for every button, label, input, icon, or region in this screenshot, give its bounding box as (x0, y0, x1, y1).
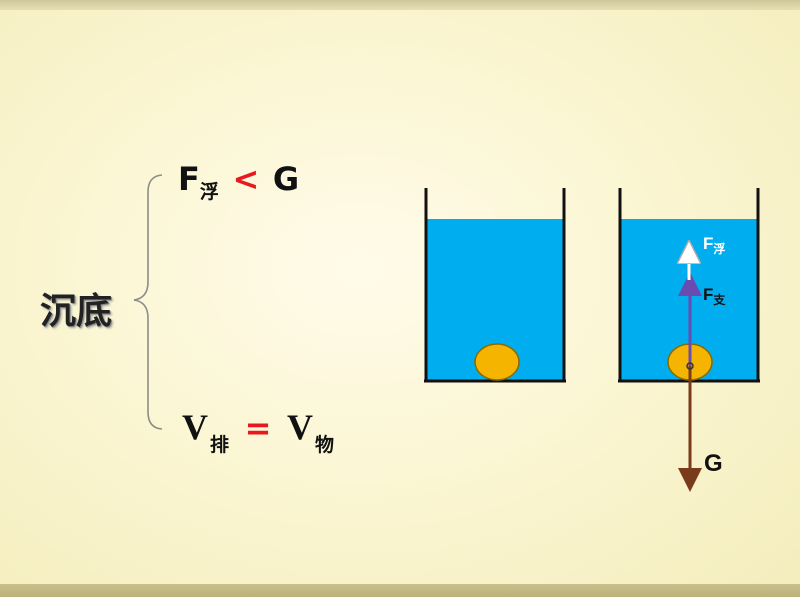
buoyancy-label-symbol: F (703, 234, 713, 253)
right-container (618, 188, 760, 492)
equals-operator: = (244, 409, 272, 447)
support-label: F支 (703, 285, 726, 307)
support-label-symbol: F (703, 285, 713, 304)
volume-v2-symbol: V (286, 407, 313, 447)
less-than-operator: < (232, 160, 260, 198)
force-g-symbol: G (272, 160, 300, 198)
force-f-symbol: F (178, 160, 200, 198)
support-label-subscript: 支 (712, 292, 726, 307)
curly-brace (133, 174, 163, 430)
force-f-subscript: 浮 (199, 181, 219, 203)
left-ball (474, 343, 520, 381)
buoyancy-label: F浮 (703, 234, 725, 256)
buoyancy-label-subscript: 浮 (713, 241, 725, 256)
bottom-border-line (0, 597, 800, 600)
volume-v1-symbol: V (182, 407, 208, 447)
bottom-border (0, 584, 800, 600)
left-container (424, 188, 566, 383)
volume-v1-subscript: 排 (210, 434, 230, 456)
condition-force: F浮 < G (178, 160, 300, 203)
force-origin-point (686, 362, 694, 370)
volume-v2-subscript: 物 (314, 434, 334, 456)
top-border (0, 0, 800, 10)
gravity-label: G (704, 450, 723, 477)
term-sinking: 沉底 (40, 291, 113, 332)
